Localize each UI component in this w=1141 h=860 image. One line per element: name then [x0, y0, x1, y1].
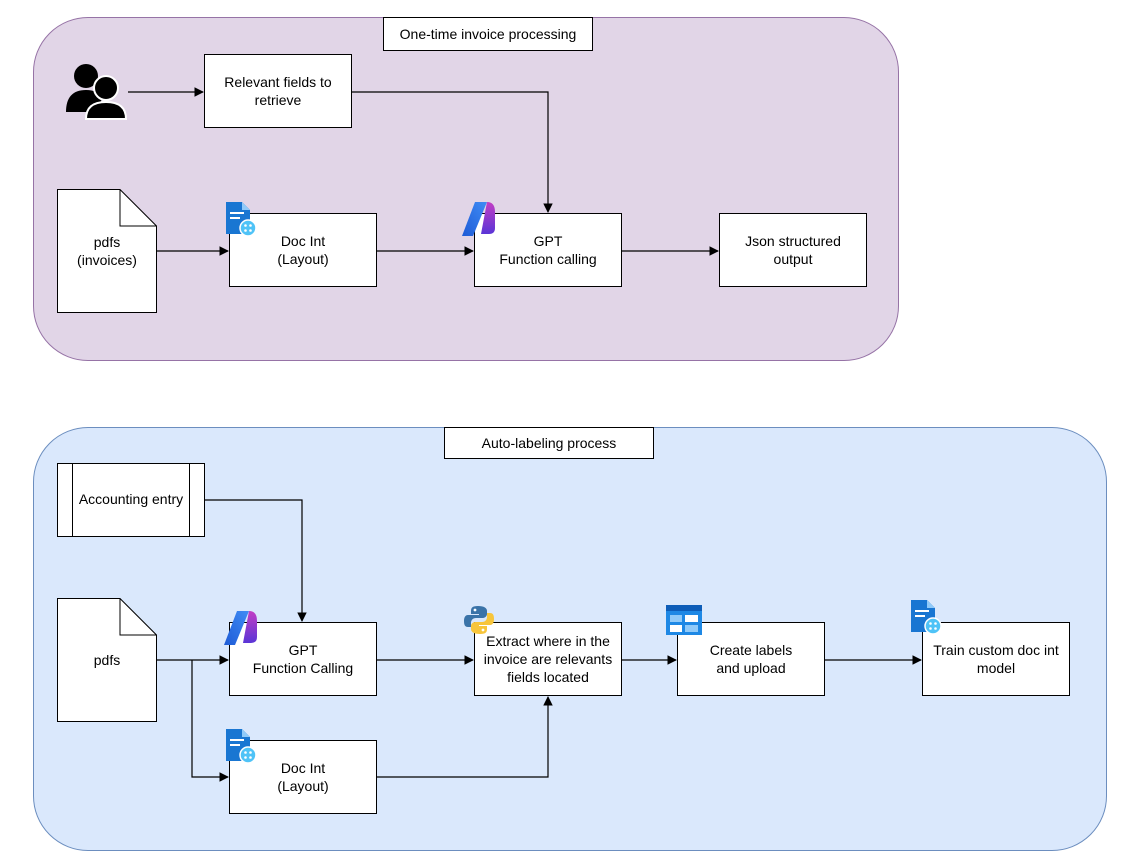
edge-pdfs-to-docint [191, 660, 229, 782]
auto-labeling-title: Auto-labeling process [444, 427, 654, 459]
document-intelligence-icon [226, 729, 257, 764]
one-time-processing-group [33, 17, 899, 361]
document-intelligence-icon [911, 600, 942, 635]
doc-int-layout-box-top: Doc Int (Layout) [229, 213, 377, 287]
extract-fields-box: Extract where in the invoice are relevan… [474, 622, 622, 696]
json-output-box: Json structured output [719, 213, 867, 287]
pdfs-invoices-document: pdfs (invoices) [57, 189, 157, 313]
edge-accounting-to-gpt [205, 499, 307, 622]
one-time-processing-title: One-time invoice processing [383, 17, 593, 51]
azure-openai-icon [462, 202, 495, 236]
document-intelligence-icon [226, 202, 257, 237]
create-labels-box: Create labels and upload [677, 622, 825, 696]
gpt-function-calling-box-top: GPT Function calling [474, 213, 622, 287]
pdfs-invoices-label: pdfs (invoices) [77, 234, 137, 268]
azure-openai-icon [224, 611, 257, 645]
train-model-box: Train custom doc int model [922, 622, 1070, 696]
storage-table-icon [666, 605, 702, 635]
edge-fields-to-gpt [352, 91, 553, 213]
python-icon [464, 606, 494, 634]
pdfs-label: pdfs [93, 652, 121, 668]
relevant-fields-box: Relevant fields to retrieve [204, 54, 352, 128]
pdfs-document: pdfs [57, 598, 157, 722]
edge-docint-to-extract [377, 696, 553, 778]
accounting-entry-box: Accounting entry [57, 463, 205, 537]
users-icon [66, 64, 128, 120]
accounting-entry-label: Accounting entry [78, 491, 184, 507]
